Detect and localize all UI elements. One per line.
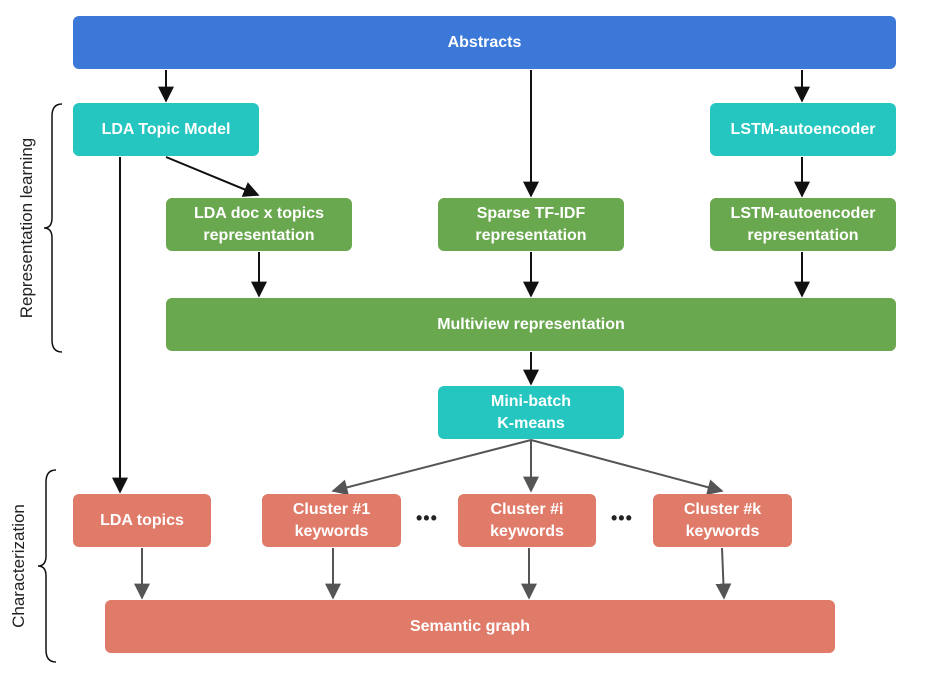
ellipsis-right: ••• xyxy=(611,508,633,528)
abstracts-node: Abstracts xyxy=(73,16,896,69)
arrow-cluster-k-to-graph xyxy=(715,547,732,600)
lda-topics-node: LDA topics xyxy=(73,494,211,547)
minibatch-kmeans-node: Mini-batch K-means xyxy=(438,386,624,439)
ellipsis-left: ••• xyxy=(416,508,438,528)
representation-learning-label: Representation learning xyxy=(17,137,36,319)
multiview-representation-node: Multiview representation xyxy=(166,298,896,351)
sparse-tfidf-node: Sparse TF-IDF representation xyxy=(438,198,624,251)
semantic-graph-node: Semantic graph xyxy=(105,600,835,653)
lda-topic-model-node: LDA Topic Model xyxy=(73,103,259,156)
characterization-label: Characterization xyxy=(9,504,28,628)
arrow-kmeans-to-cluster-1 xyxy=(331,439,532,496)
cluster-1-node: Cluster #1 keywords xyxy=(262,494,401,547)
representation-learning-brace xyxy=(43,103,63,353)
cluster-k-node: Cluster #k keywords xyxy=(653,494,792,547)
lstm-representation-node: LSTM-autoencoder representation xyxy=(710,198,896,251)
lda-doc-topics-node: LDA doc x topics representation xyxy=(166,198,352,251)
characterization-brace xyxy=(37,469,57,663)
lstm-autoencoder-node: LSTM-autoencoder xyxy=(710,103,896,156)
arrow-kmeans-to-cluster-k xyxy=(530,439,724,496)
arrow-lda-model-to-doc-topics xyxy=(165,156,260,197)
cluster-i-node: Cluster #i keywords xyxy=(458,494,596,547)
